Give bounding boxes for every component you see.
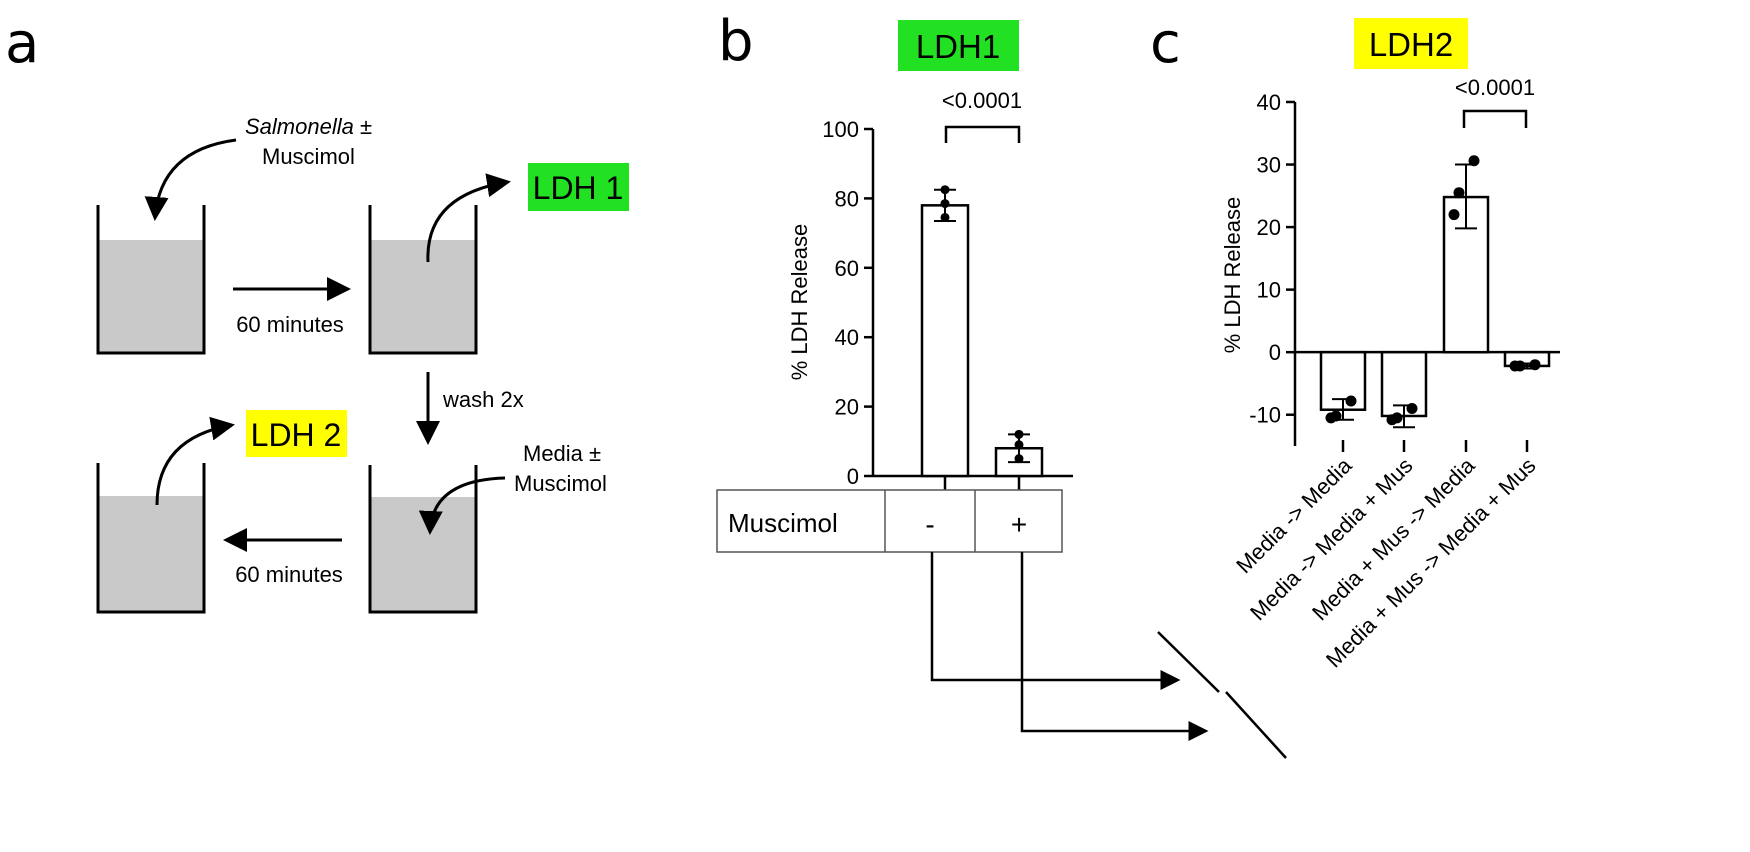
ldh2-arrow <box>155 416 235 506</box>
chart-c-bar <box>1380 350 1428 418</box>
chart-b-ylabel: % LDH Release <box>787 224 812 381</box>
chart-c-ytick-label: 40 <box>1257 90 1281 115</box>
muscimol-table: Muscimol - + <box>716 489 1063 553</box>
chart-b-data-point <box>940 212 950 222</box>
well-top-right <box>368 205 478 355</box>
chart-c-title: LDH2 <box>1369 26 1453 63</box>
panel-b-letter: b <box>718 9 754 74</box>
chart-b-ytick-label: 80 <box>835 186 859 211</box>
well-top-left <box>96 205 206 355</box>
wash-label: wash 2x <box>442 387 524 412</box>
well-fill <box>98 240 204 353</box>
chart-c-ytick-label: 30 <box>1257 153 1281 178</box>
chart-c-pvalue: <0.0001 <box>1455 75 1535 100</box>
ldh1-title-highlight <box>898 20 1019 71</box>
chart-b-data-point <box>940 185 950 195</box>
well-fill <box>370 497 476 612</box>
infection-label-italic: Salmonella <box>245 114 354 139</box>
chart-b-data-point <box>1014 454 1024 464</box>
chart-c-data-point <box>1325 412 1337 424</box>
panel-b: b LDH1 % LDH Release <0.0001 0 20 40 60 80 10… <box>716 9 1287 759</box>
well-outline <box>368 205 478 355</box>
panel-a: a Salmonella ± Muscimol LDH 1 <box>5 11 629 614</box>
chart-c-ytick-label: 20 <box>1257 215 1281 240</box>
chart-b-data-point <box>940 199 950 209</box>
table-border <box>716 489 1063 553</box>
ldh1-highlight <box>528 163 629 211</box>
ldh1-label: LDH 1 <box>533 170 624 206</box>
chart-b-title: LDH1 <box>916 28 1000 65</box>
well-fill <box>98 496 204 612</box>
infection-label: Salmonella ± <box>245 114 372 139</box>
chart-c-ylabel: % LDH Release <box>1220 197 1245 354</box>
chart-c-data-point <box>1509 360 1521 372</box>
panel-a-letter: a <box>5 11 39 76</box>
chart-c-ytick-label: 0 <box>1269 340 1281 365</box>
infection-label-pm: ± <box>354 114 372 139</box>
chart-b-pvalue: <0.0001 <box>942 88 1022 113</box>
ldh2-highlight <box>246 410 347 457</box>
ldh2-title-highlight <box>1354 18 1468 69</box>
connector-minus <box>930 552 1181 690</box>
chart-b-plot: 0 20 40 60 80 100 <box>822 117 1073 490</box>
chart-c-data-point <box>1448 209 1460 221</box>
chart-b-ytick-label: 20 <box>835 395 859 420</box>
group-slash-1 <box>1157 631 1220 693</box>
panel-c-letter: c <box>1150 11 1181 76</box>
time-label-top: 60 minutes <box>236 312 344 337</box>
chart-b-ytick-label: 0 <box>847 464 859 489</box>
add-infection-arrow <box>144 138 237 221</box>
well-outline <box>96 463 206 614</box>
chart-b-ytick-label: 60 <box>835 256 859 281</box>
table-header: Muscimol <box>728 508 838 538</box>
media-add-arrow <box>418 476 506 535</box>
chart-b-data-point <box>1014 429 1024 439</box>
chart-c-data-point <box>1345 395 1357 407</box>
ldh1-arrow <box>426 173 511 263</box>
chart-b-ytick-label: 40 <box>835 325 859 350</box>
group-slash-2 <box>1225 691 1287 759</box>
table-cell-minus: - <box>925 509 934 540</box>
chart-b-bar <box>920 204 970 478</box>
chart-c-data-point <box>1468 155 1480 167</box>
well-fill <box>370 240 476 353</box>
well-outline <box>368 465 478 614</box>
well-outline <box>96 205 206 355</box>
chart-c-ytick-label: 10 <box>1257 278 1281 303</box>
well-bottom-left <box>96 463 206 614</box>
chart-c-data-point <box>1453 187 1465 199</box>
connector-plus <box>1020 552 1209 741</box>
media-label-line1: Media ± <box>523 441 601 466</box>
chart-c-data-point <box>1529 359 1541 371</box>
table-cell-plus: + <box>1011 509 1027 540</box>
chart-b-ytick-label: 100 <box>822 117 859 142</box>
chart-b-data-point <box>1014 440 1024 450</box>
ldh2-label: LDH 2 <box>251 417 342 453</box>
media-label-line2: Muscimol <box>514 471 607 496</box>
chart-c-ytick-label: -10 <box>1249 403 1281 428</box>
chart-b-bracket <box>944 125 1021 143</box>
chart-c-data-point <box>1406 402 1418 414</box>
infection-label-line2: Muscimol <box>262 144 355 169</box>
chart-c-data-point <box>1386 414 1398 426</box>
chart-c-bracket <box>1462 109 1528 128</box>
time-label-bottom: 60 minutes <box>235 562 343 587</box>
panel-c: c LDH2 % LDH Release <0.0001 -10 0 10 20 30 4… <box>1150 11 1560 672</box>
